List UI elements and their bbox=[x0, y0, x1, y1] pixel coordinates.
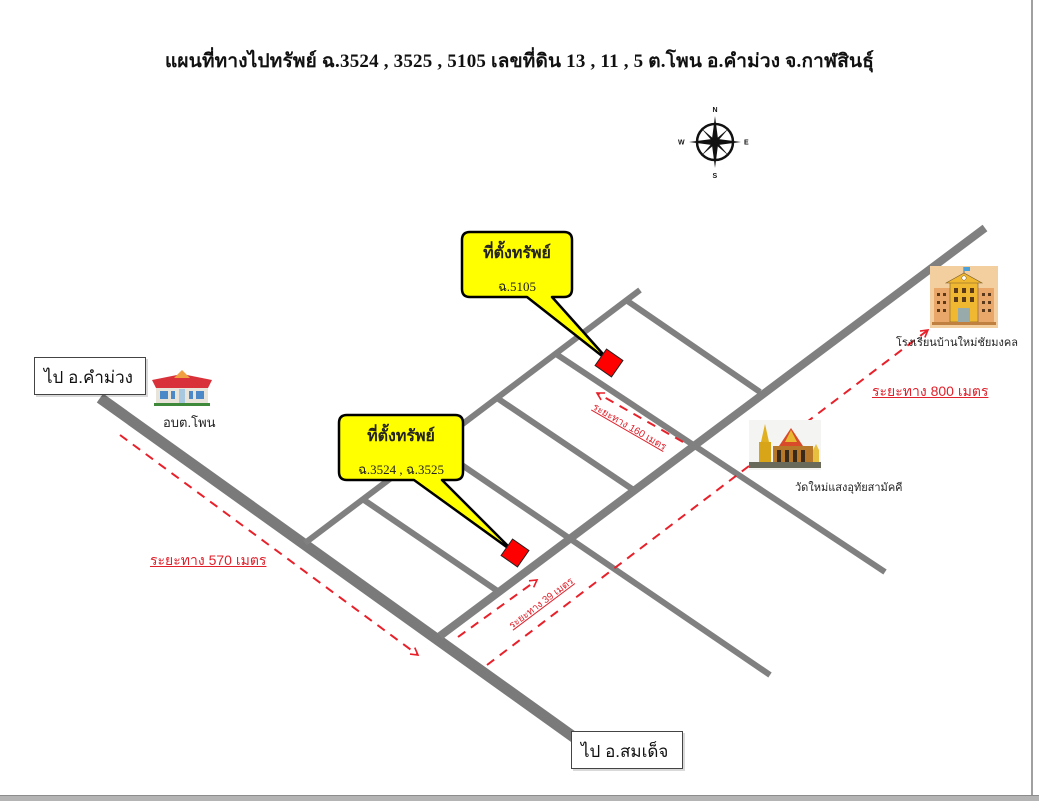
callout-deed: ฉ.5105 bbox=[497, 279, 537, 294]
cross-road-2 bbox=[429, 441, 772, 678]
main-road bbox=[96, 393, 579, 743]
svg-text:E: E bbox=[744, 140, 749, 147]
sao-building-icon bbox=[152, 370, 212, 406]
route-570 bbox=[119, 434, 420, 656]
property-marker-3524 bbox=[500, 538, 530, 568]
label-school: โรงเรียนบ้านใหม่ชัยมงคล bbox=[896, 337, 1019, 349]
label-sao-phon: อบต.โพน bbox=[163, 415, 216, 430]
callout-title: ที่ตั้งทรัพย์ bbox=[483, 245, 551, 262]
page-edge-right bbox=[1031, 0, 1033, 800]
svg-text:W: W bbox=[678, 140, 685, 147]
page-edge-bottom bbox=[0, 795, 1039, 801]
svg-text:N: N bbox=[713, 107, 718, 114]
cross-road-1 bbox=[362, 497, 501, 595]
callout-3524-3525: ที่ตั้งทรัพย์ ฉ.3524 , ฉ.3525 bbox=[339, 424, 463, 480]
routes bbox=[119, 329, 930, 666]
label-to-khammuang: ไป อ.คำม่วง bbox=[34, 357, 146, 395]
compass-icon: N S E W bbox=[678, 107, 749, 180]
callout-title: ที่ตั้งทรัพย์ bbox=[367, 428, 435, 445]
property-marker-5105 bbox=[594, 348, 624, 378]
school-icon bbox=[930, 266, 998, 328]
svg-text:S: S bbox=[713, 173, 718, 180]
cross-road-5 bbox=[624, 297, 762, 395]
cross-road-3 bbox=[495, 395, 637, 494]
route-39 bbox=[457, 579, 539, 638]
callout-5105: ที่ตั้งทรัพย์ ฉ.5105 bbox=[462, 241, 572, 297]
label-to-somdet: ไป อ.สมเด็จ bbox=[571, 731, 683, 769]
label-temple: วัดใหม่แสงอุทัยสามัคคี bbox=[795, 482, 903, 494]
cross-road-4 bbox=[554, 351, 887, 575]
route-160 bbox=[595, 392, 684, 443]
distance-570: ระยะทาง 570 เมตร bbox=[150, 552, 267, 568]
map-title: แผนที่ทางไปทรัพย์ ฉ.3524 , 3525 , 5105 เ… bbox=[164, 51, 875, 72]
road-ne-major bbox=[437, 224, 988, 640]
callout-deed: ฉ.3524 , ฉ.3525 bbox=[358, 462, 444, 477]
route-800 bbox=[486, 329, 930, 666]
temple-icon bbox=[749, 420, 821, 470]
distance-800: ระยะทาง 800 เมตร bbox=[872, 383, 989, 399]
